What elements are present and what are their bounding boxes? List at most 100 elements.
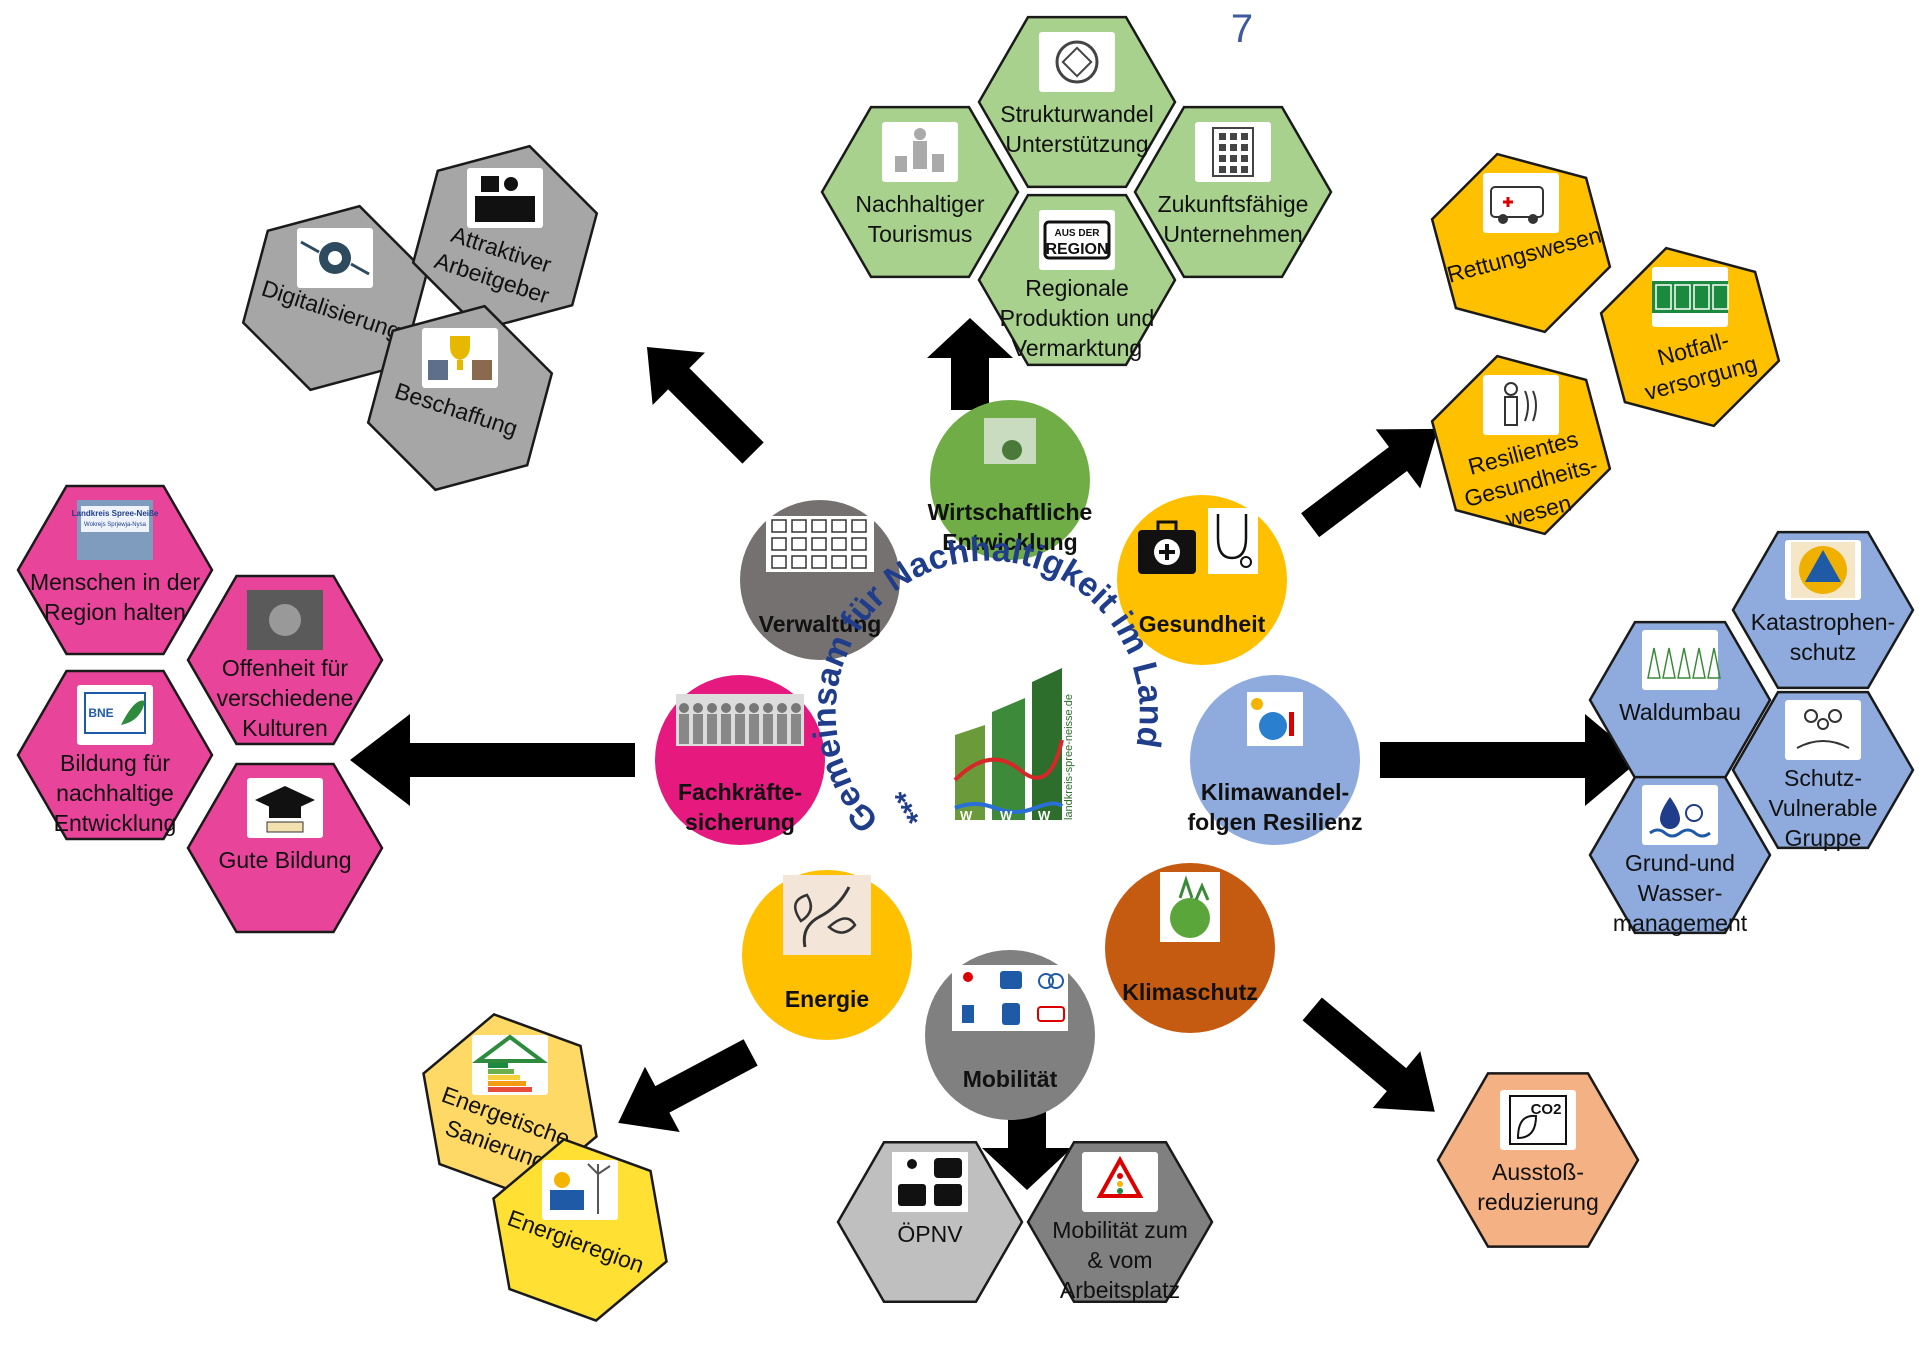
hex-strukturwandel-shape (977, 15, 1177, 189)
hex-waldumbau-label: Waldumbau (1619, 699, 1741, 725)
category-energie: Energie (742, 870, 912, 1040)
gear-icon (297, 228, 373, 288)
earth-icon (1160, 872, 1220, 942)
plug-icon (783, 875, 871, 955)
hex-rettungswesen: Rettungswesen (1430, 152, 1612, 334)
logo-letter-3: W (1038, 808, 1051, 823)
cubes-icon (422, 328, 498, 388)
hex-tourismus-line-1: Nachhaltiger (855, 191, 984, 217)
hex-offenheit-line-2: verschiedene (217, 685, 354, 711)
handshake-icon (1039, 32, 1115, 92)
hex-unternehmen-line-2: Unternehmen (1163, 221, 1302, 247)
hex-schutz-line-2: Vulnerable (1768, 795, 1877, 821)
book-icon: BNE (77, 685, 153, 745)
hex-energieregion-shape (492, 1137, 668, 1323)
ambulance-icon (1483, 173, 1559, 233)
hex-strukturwandel-line-1: Strukturwandel (1000, 101, 1153, 127)
center-stars: *** (879, 787, 925, 834)
hex-waldumbau: Waldumbau (1588, 620, 1772, 780)
hex-offenheit-line-3: Kulturen (242, 715, 328, 741)
hex-notfall: Notfall-versorgung (1599, 246, 1781, 428)
hands-icon (247, 590, 323, 650)
arrow-up-left (646, 346, 764, 464)
hex-clusters: StrukturwandelUnterstützungNachhaltigerT… (16, 15, 1915, 1323)
category-klimawandel: Klimawandel-folgen Resilienz (1187, 675, 1363, 845)
category-klimaschutz-line-1: Klimaschutz (1122, 979, 1257, 1005)
arrow-right (1380, 714, 1640, 806)
category-wirtschaft-circle (930, 400, 1090, 560)
hex-tourismus-shape (820, 105, 1020, 279)
grid2-icon (952, 965, 1068, 1031)
transit-icon (892, 1152, 968, 1212)
page-number: 7 (1231, 7, 1253, 51)
hex-arbeitsplatz-line-1: Mobilität zum (1052, 1217, 1187, 1243)
hex-katastrophen-label: Katastrophen-schutz (1751, 609, 1895, 665)
arrow-down-left (618, 1039, 758, 1133)
category-klimawandel-line-1: Klimawandel- (1201, 779, 1349, 805)
hex-oepnv-label: ÖPNV (897, 1221, 963, 1247)
hex-menschen-line-2: Region halten (44, 599, 186, 625)
hex-strukturwandel-line-2: Unterstützung (1005, 131, 1148, 157)
arrows (350, 318, 1640, 1190)
hex-ausstoss-label: Ausstoß-reduzierung (1477, 1159, 1598, 1215)
category-fachkraefte-line-2: sicherung (685, 809, 795, 835)
trees-icon (1642, 630, 1721, 690)
warning-icon (1082, 1152, 1158, 1212)
category-verwaltung-line-1: Verwaltung (759, 611, 882, 637)
hex-notfall-shape (1599, 246, 1781, 428)
logo-bars: W W W landkreis-spree-neisse.de (953, 668, 1075, 823)
bne-badge: BNE (88, 706, 113, 720)
arrow-down (982, 1110, 1072, 1190)
hex-bildung_ne-line-3: Entwicklung (54, 810, 177, 836)
category-fachkraefte: Fachkräfte-sicherung (655, 675, 825, 845)
hex-ausstoss-shape (1436, 1072, 1640, 1248)
hex-resilientes-shape (1430, 354, 1612, 536)
solar-icon (542, 1160, 618, 1220)
globe-icon (1247, 692, 1303, 746)
hex-katastrophen-line-2: schutz (1790, 639, 1856, 665)
hex-bildung_ne-shape (16, 669, 214, 841)
crowd-icon (676, 694, 804, 746)
hex-gute_bildung: Gute Bildung (186, 762, 384, 934)
hex-arbeitsplatz-shape (1026, 1141, 1214, 1303)
hex-offenheit-shape (186, 574, 384, 746)
hex-ausstoss-line-2: reduzierung (1477, 1189, 1598, 1215)
category-fachkraefte-line-1: Fachkräfte- (678, 779, 802, 805)
arrow-down-right (1302, 997, 1435, 1112)
traveler-icon (882, 122, 958, 182)
building-icon (1195, 122, 1271, 182)
category-mobilitaet: Mobilität (925, 950, 1095, 1120)
hex-unternehmen-line-1: Zukunftsfähige (1158, 191, 1309, 217)
medkit-icon (1138, 508, 1258, 574)
arrow-left (350, 714, 635, 806)
hex-schutz-line-3: Gruppe (1785, 825, 1862, 851)
category-klimawandel-line-2: folgen Resilienz (1187, 809, 1362, 835)
hex-regionale-line-1: Regionale (1025, 275, 1129, 301)
sign-line-2: Wokrejs Sprjewja-Nysa (84, 522, 147, 528)
category-klimaschutz: Klimaschutz (1105, 863, 1275, 1033)
house-icon (472, 1034, 548, 1095)
hex-menschen-line-1: Menschen in der (30, 569, 200, 595)
logo-url: landkreis-spree-neisse.de (1063, 694, 1075, 820)
cap-icon (247, 778, 323, 838)
category-gesundheit: Gesundheit (1117, 495, 1287, 665)
hex-oepnv-line-1: ÖPNV (897, 1221, 963, 1247)
hex-katastrophen-shape (1731, 530, 1915, 690)
hex-bildung_ne-line-2: nachhaltige (56, 780, 174, 806)
